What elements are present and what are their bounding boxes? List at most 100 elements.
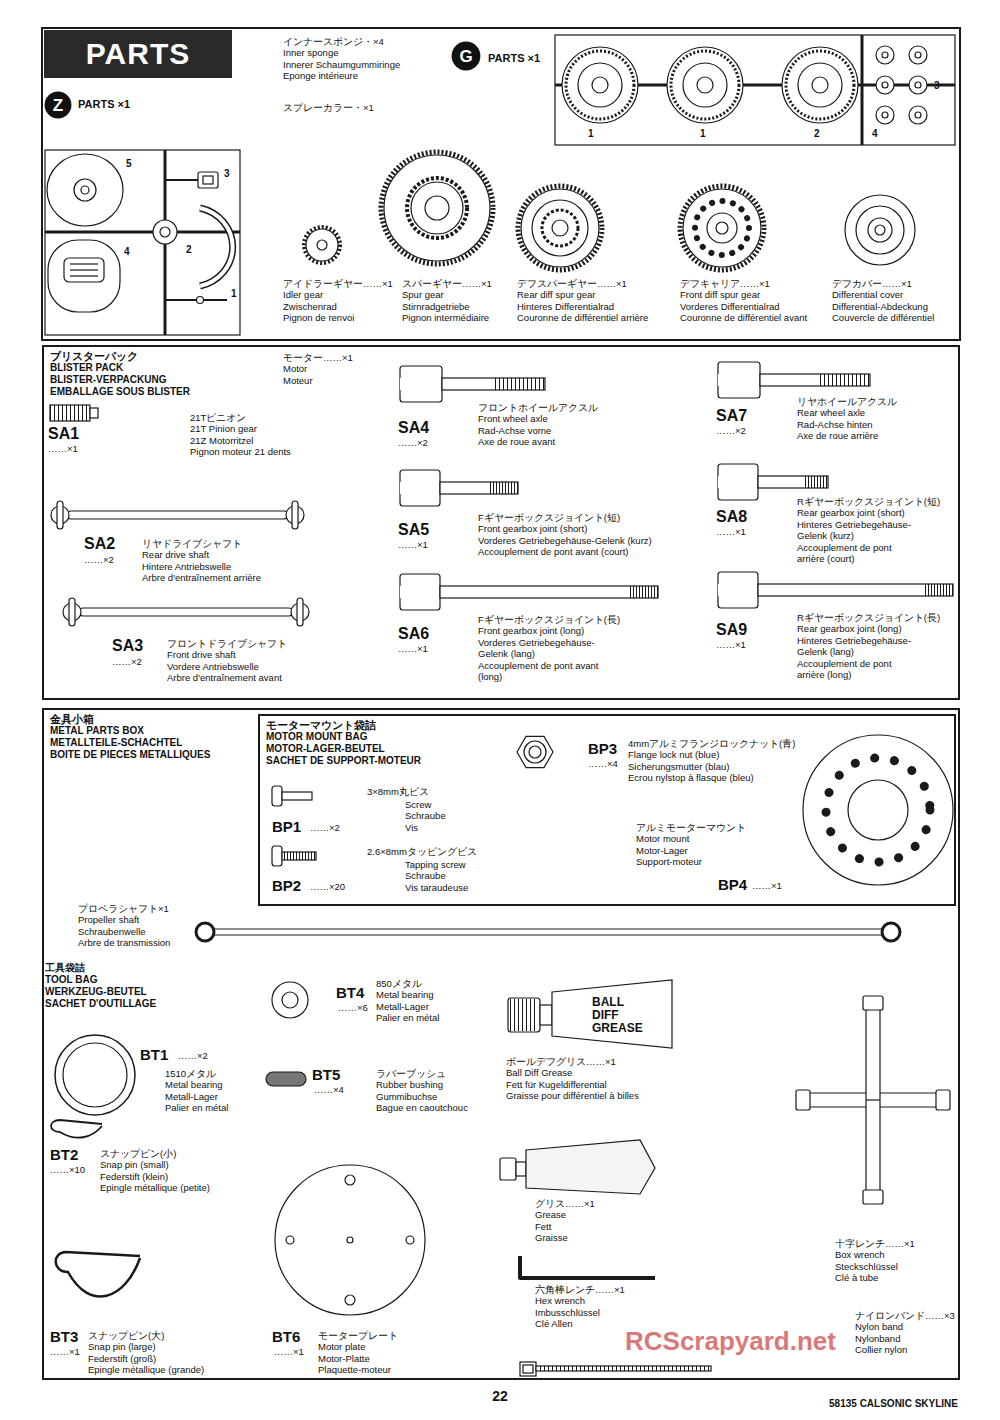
drawing	[381, 152, 493, 264]
part-label: ……×1	[716, 526, 746, 538]
drawing	[47, 154, 123, 226]
drawing	[317, 240, 327, 250]
drawing	[718, 362, 760, 398]
part-code: SA9	[716, 620, 747, 639]
part-label: ……×1	[752, 880, 782, 892]
part-label: Vorderes Getriebegehäuse-Gelenk (kurz)	[478, 535, 652, 547]
drawing	[384, 155, 490, 261]
section-heading: BLISTER-VERPACKUNG	[50, 374, 166, 386]
part-label: Fギヤーボックスジョイント(短)	[478, 512, 620, 524]
part-label: Gelenk (lang)	[797, 646, 854, 658]
part-label: 21T Pinion gear	[190, 423, 257, 435]
drawing	[680, 186, 764, 270]
drawing	[406, 1236, 414, 1244]
drawing	[803, 735, 953, 885]
part-label: Stirnradgetriebe	[402, 301, 470, 313]
drawing	[758, 584, 953, 596]
drawing	[796, 1090, 810, 1110]
part-label: 4mmアルミフランジロックナット(青)	[628, 738, 795, 750]
drawing	[909, 76, 927, 94]
motor-mount	[803, 735, 953, 885]
section-heading: モーターマウント袋詰	[266, 719, 376, 731]
drawing	[400, 366, 442, 402]
drawing	[786, 51, 854, 119]
part-label: Plaquette-moteur	[318, 1364, 391, 1376]
drawing	[440, 586, 658, 598]
part-label: Zwischenrad	[283, 301, 337, 313]
drawing	[526, 1140, 655, 1194]
drawing	[630, 586, 658, 598]
drawing	[306, 229, 338, 261]
part-label: Fett	[535, 1221, 551, 1233]
callout-number: 1	[588, 128, 594, 140]
drawing	[57, 501, 63, 529]
part-label: Screw	[405, 799, 431, 811]
section-heading: 金具小箱	[50, 713, 94, 725]
part-label: Gummibuchse	[376, 1091, 437, 1103]
drawing	[204, 299, 227, 301]
part-label: グリス……×1	[535, 1198, 595, 1210]
part-label: Fギヤーボックスジョイント(長)	[478, 614, 620, 626]
drawing	[80, 608, 292, 616]
part-label: (long)	[478, 671, 502, 683]
drawing	[292, 501, 298, 529]
drawing	[272, 846, 282, 866]
part-label: スプレーカラー・×1	[283, 102, 374, 114]
part-label: 六角棒レンチ……×1	[535, 1284, 625, 1296]
drawing	[718, 464, 758, 500]
drawing	[683, 63, 727, 107]
callout-number: 2	[814, 128, 820, 140]
part-label: Differential cover	[832, 289, 903, 301]
part-code: SA7	[716, 406, 747, 425]
drawing	[203, 176, 213, 184]
part-label: Box wrench	[835, 1249, 885, 1261]
part-label: Flange lock nut (blue)	[628, 749, 719, 761]
drawing	[882, 112, 888, 118]
part-label: Bague en caoutchouc	[376, 1102, 468, 1114]
drawing	[153, 220, 177, 244]
drawing	[42, 28, 960, 340]
drawing	[915, 112, 921, 118]
drawing	[42, 28, 960, 1376]
part-label: Motor-Lager	[636, 845, 688, 857]
part-label: ……×20	[310, 881, 345, 893]
drawing	[542, 210, 578, 246]
nylon-band	[520, 1362, 711, 1376]
part-label: Vis	[405, 822, 418, 834]
grease-tube	[500, 980, 672, 1194]
part-label: Metal bearing	[165, 1079, 223, 1091]
part-code: SA5	[398, 520, 429, 539]
part-code: SA2	[84, 534, 115, 553]
part-label: Rギヤーボックスジョイント(長)	[797, 612, 940, 624]
part-label: Clé Allen	[535, 1318, 573, 1330]
part-label: Couronne de différentiel arrière	[517, 312, 648, 324]
section-heading: BOITE DE PIECES METALLIQUES	[50, 749, 210, 761]
part-label: ……×1	[50, 1346, 80, 1358]
part-label: ……×1	[716, 639, 746, 651]
part-label: プロペラシャフト×1	[78, 903, 169, 915]
part-label: 21Z Motorritzel	[190, 435, 253, 447]
part-label: Motor-Platte	[318, 1353, 370, 1365]
part-label: arrière (long)	[797, 669, 851, 681]
drawing	[282, 992, 298, 1008]
screw	[272, 786, 316, 866]
drawing	[282, 852, 316, 860]
part-label: Front gearbox joint (short)	[478, 523, 587, 535]
part-label: Accouplement de pont	[797, 658, 892, 670]
part-code: BT6	[272, 1328, 300, 1346]
part-label: Hex wrench	[535, 1295, 585, 1307]
part-code: BT3	[50, 1328, 78, 1346]
part-label: Epingle métallique (petite)	[100, 1182, 210, 1194]
drawing	[552, 220, 568, 236]
drive-shaft	[51, 501, 309, 626]
callout-number: TOOL BAG	[45, 974, 97, 986]
part-label: Differential-Abdeckung	[832, 301, 928, 313]
part-label: Front gearbox joint (long)	[478, 625, 584, 637]
part-label: 3×8mm丸ビス	[367, 786, 429, 798]
drawing	[297, 598, 303, 626]
drawing	[876, 46, 894, 64]
drawing	[875, 225, 885, 235]
drawing	[411, 182, 463, 234]
section-heading: PARTS ×1	[488, 52, 540, 65]
